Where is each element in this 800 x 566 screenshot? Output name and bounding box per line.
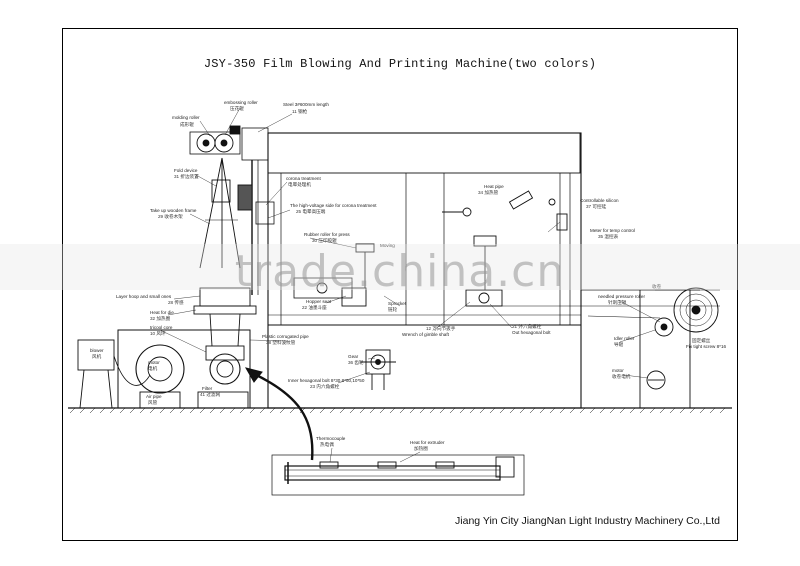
leader-lines bbox=[159, 107, 661, 463]
label-fix-screw: Fix tight screw 8*16 bbox=[686, 344, 727, 349]
label-motor-left: motor bbox=[148, 360, 160, 365]
drawing-frame bbox=[62, 28, 738, 541]
label-rubber-roller: Rubber roller for press bbox=[304, 232, 350, 237]
label-tricool-cn: 10 风环 bbox=[150, 331, 166, 337]
watermark-text: trade.china.cn bbox=[234, 246, 566, 297]
label-moving: Moving bbox=[380, 243, 395, 248]
die-head bbox=[193, 287, 257, 361]
label-hopper-cn: 22 油墨斗座 bbox=[302, 304, 327, 311]
label-filter-cn: 41 过滤网 bbox=[200, 391, 221, 398]
diagram-labels: embossing roller 压花辊 Steel 3#600mm lengt… bbox=[90, 100, 727, 452]
label-filter: Filter bbox=[202, 386, 213, 391]
label-motor-right-cn: 收卷电机 bbox=[612, 373, 631, 380]
label-embossing-roller-cn: 压花辊 bbox=[230, 105, 244, 112]
label-plastic-pipe-cn: 38 塑料波纹管 bbox=[266, 339, 296, 346]
label-idler-cn: 导辊 bbox=[614, 341, 624, 348]
label-gear: Gear bbox=[348, 354, 359, 359]
label-motor-left-cn: 电机 bbox=[148, 365, 158, 372]
steel-tower bbox=[241, 127, 269, 161]
label-controllable-silicon: Controllable silicon bbox=[580, 198, 619, 203]
label-steel-length: Steel 3#600mm length bbox=[283, 102, 329, 107]
label-motor-right: motor bbox=[612, 368, 624, 373]
company-name: Jiang Yin City JiangNan Light Industry M… bbox=[455, 515, 720, 527]
label-molding-roller-cn: 成形辊 bbox=[180, 121, 194, 128]
label-blower-cn: 风机 bbox=[92, 353, 102, 360]
label-tricool: tricool core bbox=[150, 325, 173, 330]
label-needle-roller-cn: 针刺压辊 bbox=[608, 299, 627, 306]
label-winder: 收卷 bbox=[652, 283, 662, 290]
label-hopper: Hopper seat bbox=[306, 299, 332, 304]
label-fix-screw-cn: 固定螺丝 bbox=[692, 337, 711, 344]
label-molding-roller: molding roller bbox=[172, 115, 200, 120]
label-air-pipe-cn: 风管 bbox=[148, 399, 158, 406]
label-sprocket-cn: 链轮 bbox=[388, 306, 398, 313]
label-inner-hex-cn: 23 内六角螺栓 bbox=[310, 383, 340, 390]
label-heat-die: Heat for die bbox=[150, 310, 174, 315]
label-layer-hoop: Layer hoop and small ones bbox=[116, 294, 172, 299]
label-embossing-roller: embossing roller bbox=[224, 100, 258, 105]
corona-box bbox=[255, 201, 275, 225]
winder-section bbox=[581, 287, 720, 408]
label-steel-length-cn: 11 钢枪 bbox=[292, 108, 308, 115]
label-take-up-frame-cn: 29 收卷木架 bbox=[158, 213, 183, 220]
label-corona-cn: 电晕处理机 bbox=[288, 181, 311, 188]
label-inner-hex: Inner hexagonal bolt 8*30,8*50,10*50 bbox=[288, 378, 365, 383]
label-heat-pipe: Heat pipe bbox=[484, 184, 504, 189]
label-needle-roller: needled pressure roller bbox=[598, 294, 645, 299]
label-meter-temp-cn: 35 温控表 bbox=[598, 233, 619, 240]
label-gear-cn: 36 齿轮 bbox=[348, 359, 364, 366]
label-heat-die-cn: 32 加热圈 bbox=[150, 315, 171, 322]
label-high-voltage: The high-voltage side for corona treatme… bbox=[290, 203, 377, 208]
label-plastic-pipe: Plastic corrugated pipe bbox=[262, 334, 309, 339]
label-corona: corona treatment bbox=[286, 176, 321, 181]
label-sprocket: Sprocket bbox=[388, 301, 407, 306]
take-up-frame bbox=[199, 157, 253, 269]
label-rubber-roller-cn: 30 压印胶辊 bbox=[312, 237, 337, 244]
label-fold-device-cn: 31 折边装置 bbox=[174, 173, 199, 180]
watermark-band bbox=[0, 244, 800, 290]
label-controllable-silicon-cn: 37 可控硅 bbox=[586, 203, 607, 210]
label-out-hex: Out hexagonal bolt bbox=[512, 330, 551, 335]
label-fold-device: Fold device bbox=[174, 168, 198, 173]
ground-hatch bbox=[69, 407, 726, 414]
pointer-arrow bbox=[249, 370, 314, 461]
label-thermocouple: Thermocouple bbox=[316, 436, 346, 441]
gear-assembly bbox=[360, 349, 396, 390]
label-blower: blower bbox=[90, 348, 104, 353]
embossing-roller-assembly bbox=[189, 125, 241, 155]
label-idler: Idler roller bbox=[614, 336, 635, 341]
label-heat-extruder-cn: 加热圈 bbox=[414, 445, 428, 452]
label-air-pipe: Air pipe bbox=[146, 394, 162, 399]
label-take-up-frame: Take up wooden frame bbox=[150, 208, 197, 213]
label-wrench-cn: 12 万向节扳手 bbox=[426, 325, 456, 332]
label-heat-extruder: Heat for extruder bbox=[410, 440, 445, 445]
label-high-voltage-cn: 25 电晕高压端 bbox=[296, 208, 326, 215]
upper-tower bbox=[267, 132, 581, 174]
blower-box bbox=[77, 339, 151, 409]
label-thermocouple-cn: 热电偶 bbox=[320, 441, 334, 448]
label-wrench: Wrench of gimble shaft bbox=[402, 332, 450, 337]
label-out-hex-cn: 21 外六角螺栓 bbox=[512, 323, 542, 330]
film-web-2 bbox=[587, 315, 661, 319]
screw-barrel-inset bbox=[271, 454, 525, 496]
label-meter-temp: Meter for temp control bbox=[590, 228, 635, 233]
label-layer-hoop-cn: 28 传感 bbox=[168, 299, 184, 306]
label-heat-pipe-cn: 34 加热管 bbox=[478, 189, 499, 196]
drawing-title: JSY-350 Film Blowing And Printing Machin… bbox=[203, 57, 597, 71]
pointer-arrow-head bbox=[244, 367, 263, 383]
extruder-body bbox=[117, 329, 251, 409]
